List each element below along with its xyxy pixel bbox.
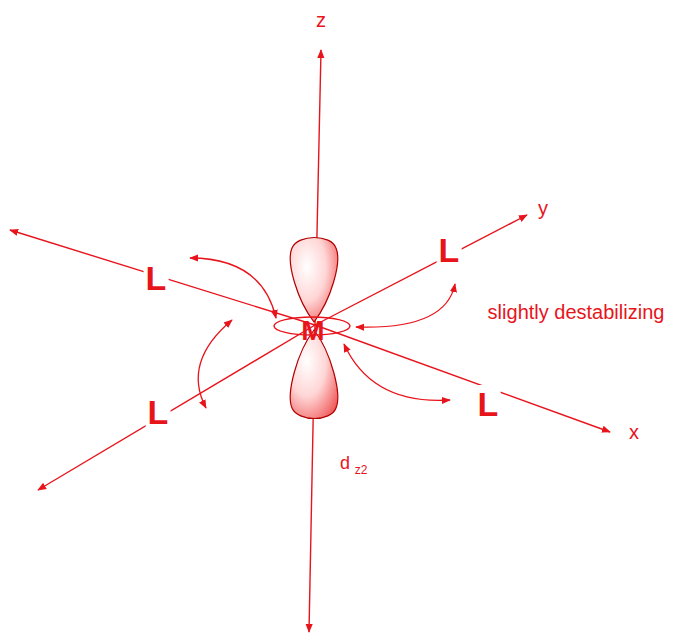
y-axis [38, 325, 315, 490]
orbital-lobe [290, 238, 337, 323]
orbital-name: d [339, 453, 351, 473]
interaction-arrow [190, 258, 276, 318]
note-text: slightly destabilizing [486, 300, 667, 324]
axis-label: x [627, 420, 641, 444]
interaction-arrow [356, 284, 455, 327]
ligand-label: L [144, 259, 169, 297]
orbital-subscript: z2 [354, 463, 369, 477]
interaction-arrow [198, 320, 232, 408]
ligand-label: L [476, 385, 501, 423]
axis-label: z [314, 8, 328, 32]
x-axis [10, 230, 315, 325]
ligand-label: L [146, 393, 171, 431]
axis-label: y [536, 196, 550, 220]
interaction-arrow [344, 344, 450, 400]
metal-label: M [301, 317, 324, 345]
ligand-label: L [437, 231, 462, 269]
x-axis [315, 325, 610, 432]
